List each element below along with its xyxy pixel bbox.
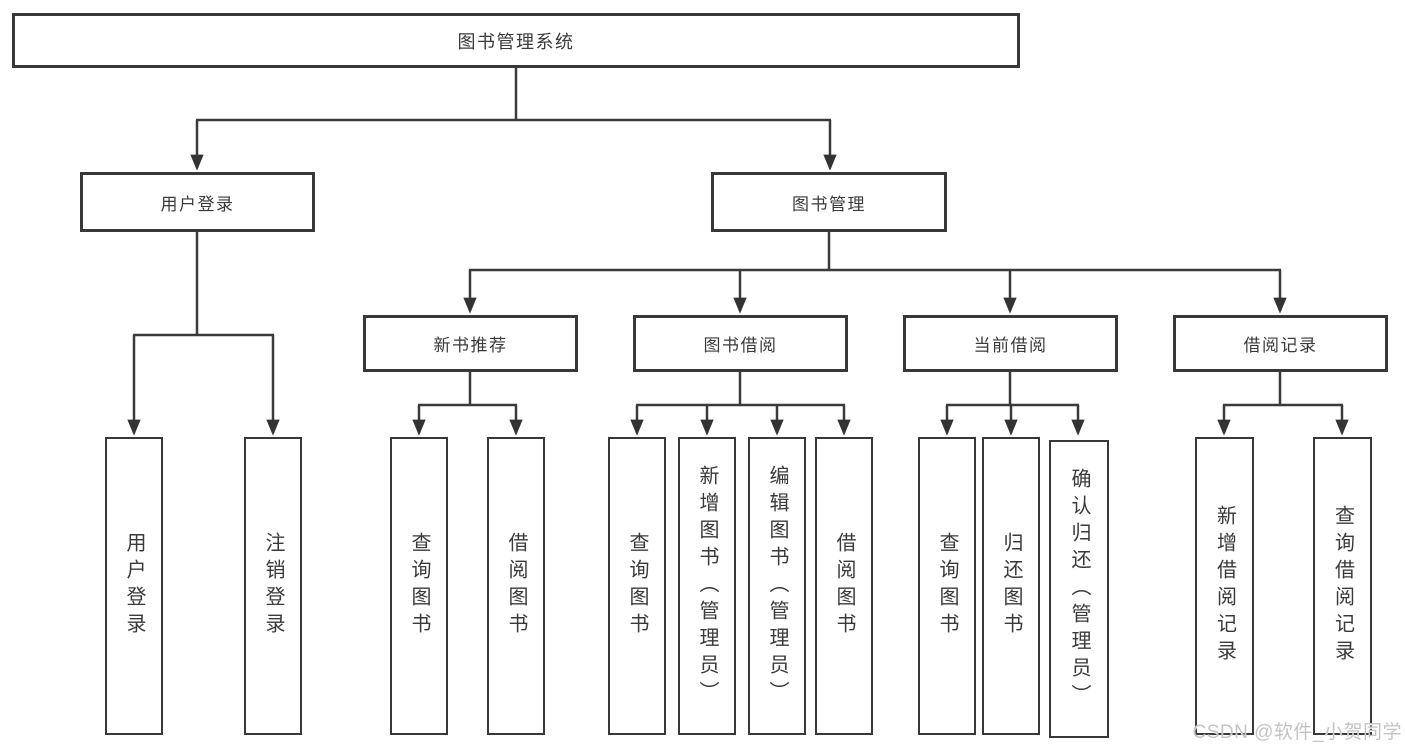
node-user-login: 用户登录 xyxy=(80,172,315,232)
csdn-watermark: CSDN @软件_小贺同学 xyxy=(1192,722,1402,743)
leaf-edit-book-admin: 编辑图书（管理员） xyxy=(748,437,806,735)
leaf-query-books-recommend: 查询图书 xyxy=(390,437,448,735)
node-current-borrow: 当前借阅 xyxy=(903,315,1118,372)
leaf-return-book: 归还图书 xyxy=(982,437,1040,735)
leaf-query-books-current: 查询图书 xyxy=(918,437,976,735)
connector-borrow-records-trunk xyxy=(1223,372,1343,407)
node-borrow-records: 借阅记录 xyxy=(1173,315,1388,372)
leaf-query-borrow-record: 查询借阅记录 xyxy=(1313,437,1372,735)
leaf-borrow-books: 借阅图书 xyxy=(815,437,873,735)
leaf-borrow-books-recommend: 借阅图书 xyxy=(487,437,545,735)
node-new-book-recommend: 新书推荐 xyxy=(363,315,578,372)
node-book-borrow: 图书借阅 xyxy=(633,315,848,372)
node-library-management-system: 图书管理系统 xyxy=(12,13,1020,68)
leaf-add-borrow-record: 新增借阅记录 xyxy=(1195,437,1254,735)
node-book-management: 图书管理 xyxy=(711,172,947,232)
leaf-confirm-return-admin: 确认归还（管理员） xyxy=(1049,440,1109,738)
leaf-user-login: 用户登录 xyxy=(105,437,163,735)
connector-new-book-trunk xyxy=(418,372,517,407)
connector-book-borrow-trunk xyxy=(636,372,845,407)
connector-user-login-trunk xyxy=(133,232,274,337)
leaf-add-book-admin: 新增图书（管理员） xyxy=(678,437,736,735)
leaf-query-books-borrow: 查询图书 xyxy=(608,437,666,735)
leaf-logout: 注销登录 xyxy=(244,437,302,735)
connector-root-trunk xyxy=(196,68,831,122)
connector-current-borrow-trunk xyxy=(946,372,1079,407)
connector-book-management-trunk xyxy=(469,232,1281,272)
